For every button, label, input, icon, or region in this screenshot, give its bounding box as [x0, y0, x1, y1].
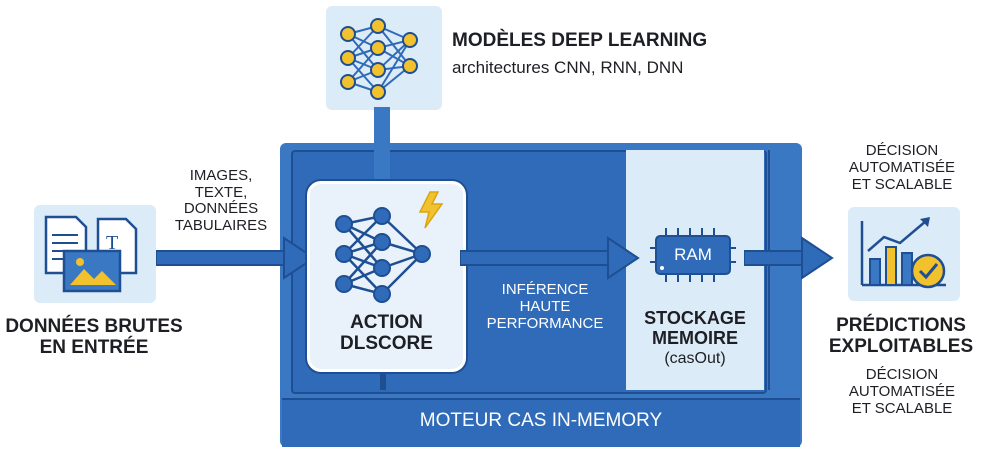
documents-icon: T [44, 215, 138, 293]
models-icon-box [326, 6, 442, 110]
output-top-label: DÉCISION AUTOMATISÉE ET SCALABLE [848, 142, 956, 193]
engine-label: MOTEUR CAS IN-MEMORY [419, 410, 663, 431]
models-connector [374, 107, 390, 182]
input-label: DONNÉES BRUTES EN ENTRÉE [5, 316, 183, 359]
neural-network-icon [335, 207, 431, 303]
svg-text:T: T [106, 232, 118, 254]
neural-network-icon [340, 18, 418, 100]
action-dlscore-box: ACTION DLSCORE [307, 181, 466, 372]
input-types-label: IMAGES, TEXTE, DONNÉES TABULAIRES [174, 167, 268, 234]
models-title: MODÈLES DEEP LEARNING [452, 30, 708, 51]
engine-strip [768, 150, 796, 390]
output-arrow [744, 236, 834, 280]
inference-label: INFÉRENCE HAUTE PERFORMANCE [486, 281, 604, 332]
models-subtitle: architectures CNN, RNN, DNN [452, 58, 684, 77]
output-icon-box [848, 207, 960, 301]
bar-chart-check-icon [860, 217, 946, 289]
engine-bottom-bar [282, 398, 800, 447]
ram-chip-icon [650, 228, 736, 282]
ram-label: RAM [674, 245, 712, 264]
lightning-icon [418, 191, 444, 229]
output-bottom-label: DÉCISION AUTOMATISÉE ET SCALABLE [848, 366, 956, 417]
action-label: ACTION DLSCORE [340, 312, 433, 355]
storage-label: STOCKAGE MEMOIRE (casOut) [644, 308, 746, 368]
input-icon-box: T [34, 205, 156, 303]
inference-arrow [460, 236, 640, 280]
input-arrow [156, 236, 316, 280]
output-label: PRÉDICTIONS EXPLOITABLES [828, 315, 974, 358]
